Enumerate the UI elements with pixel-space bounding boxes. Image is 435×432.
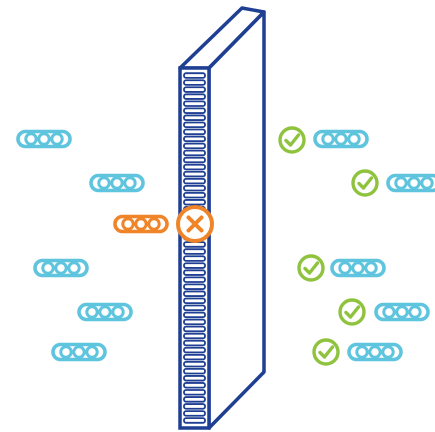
passed-particle: [338, 298, 430, 326]
passed-particle: [312, 338, 403, 366]
membrane-pore: [183, 325, 206, 333]
passed-particle: [351, 169, 435, 197]
membrane-pore: [183, 79, 206, 86]
passed-particle-capsule: [386, 173, 435, 193]
incoming-particle: [16, 129, 72, 149]
check-circle-icon: [297, 254, 325, 282]
membrane-pore: [183, 191, 206, 199]
passed-particle: [278, 126, 369, 154]
membrane-pore: [183, 163, 206, 171]
passed-particle: [297, 254, 386, 282]
membrane-pore: [183, 156, 206, 164]
membrane-pore: [183, 262, 206, 269]
incoming-particle: [89, 173, 145, 193]
membrane-pore: [183, 86, 206, 93]
membrane-pore: [183, 353, 206, 361]
membrane-filter: [178, 6, 266, 430]
membrane-pore: [183, 396, 206, 403]
membrane-pore: [183, 149, 206, 157]
membrane-pore: [183, 276, 206, 283]
incoming-particle: [51, 342, 107, 362]
membrane-pore: [183, 410, 206, 417]
membrane-pore: [183, 107, 206, 114]
membrane-pore: [183, 375, 206, 382]
passed-particle-capsule: [374, 302, 430, 322]
membrane-pore: [183, 417, 206, 424]
incoming-particles: [16, 129, 145, 362]
x-circle-icon: [176, 205, 214, 243]
membrane-pore: [183, 318, 206, 326]
membrane-pore: [183, 255, 206, 262]
membrane-pore: [183, 290, 206, 297]
membrane-pore: [183, 100, 206, 107]
passed-particle-capsule: [347, 342, 403, 362]
membrane-pore: [183, 72, 206, 79]
membrane-pore: [183, 283, 206, 290]
membrane-pore: [183, 128, 206, 136]
membrane-pore: [183, 304, 206, 312]
membrane-pore: [183, 311, 206, 319]
membrane-pore: [183, 382, 206, 389]
passed-particles: [278, 126, 435, 366]
membrane-pore: [183, 114, 206, 121]
membrane-pore: [183, 135, 206, 143]
passed-particle-capsule: [313, 129, 369, 149]
membrane-pore: [183, 339, 206, 347]
incoming-particle: [33, 258, 89, 278]
membrane-pore: [183, 121, 206, 129]
membrane-pore: [183, 184, 206, 192]
incoming-particle: [77, 302, 133, 322]
blocked-particle: [113, 214, 169, 234]
membrane-pore: [183, 403, 206, 410]
membrane-pore: [183, 332, 206, 340]
blocked-particle-group: [113, 205, 214, 243]
membrane-pore: [183, 389, 206, 396]
membrane-pore: [183, 248, 206, 255]
membrane-pore: [183, 199, 206, 206]
check-circle-icon: [278, 126, 306, 154]
membrane-top-face: [178, 6, 266, 70]
membrane-pore: [183, 93, 206, 100]
check-circle-icon: [338, 298, 366, 326]
membrane-pore: [183, 360, 206, 368]
check-circle-icon: [351, 169, 379, 197]
membrane-pore: [183, 367, 206, 375]
membrane-pore: [183, 346, 206, 354]
membrane-pore: [183, 177, 206, 185]
membrane-side-face: [207, 10, 266, 430]
membrane-pore: [183, 142, 206, 150]
check-circle-icon: [312, 338, 340, 366]
membrane-pore: [183, 297, 206, 305]
membrane-pore: [183, 269, 206, 276]
passed-particle-capsule: [330, 258, 386, 278]
membrane-pore: [183, 170, 206, 178]
